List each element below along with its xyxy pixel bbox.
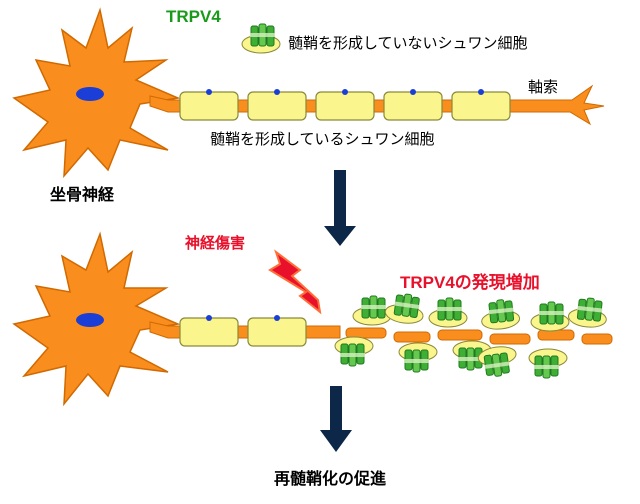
trpv4-label: TRPV4 <box>166 7 221 26</box>
lightning-bolt-icon <box>268 249 322 315</box>
trpv4-channel-icon <box>241 23 281 54</box>
schwann-cell <box>247 91 307 121</box>
myelinating-schwann-cells-bottom <box>179 315 307 347</box>
trpv4-channel-icon <box>567 295 609 330</box>
sciatic-nerve-label: 坐骨神経 <box>50 185 115 204</box>
trpv4-channel-icon <box>383 290 427 326</box>
trpv4-channel-icon <box>334 336 374 367</box>
axon-label: 軸索 <box>528 78 558 96</box>
schwann-cell <box>179 91 239 121</box>
trpv4-channel-icon <box>398 342 438 373</box>
myelinating-schwann-label: 髄鞘を形成しているシュワン細胞 <box>210 130 435 148</box>
trpv4-channel-icon <box>528 348 568 379</box>
axon-fragments <box>345 327 613 345</box>
trpv4-channel-icon <box>530 301 570 332</box>
schwann-cell <box>451 91 511 121</box>
nucleus-top <box>76 87 104 101</box>
myelinating-schwann-cells-top <box>179 89 511 121</box>
schwann-cell <box>383 91 443 121</box>
schwann-cell <box>179 317 239 347</box>
sciatic-neuron-top <box>12 7 181 179</box>
non-myelinating-schwann-label: 髄鞘を形成していないシュワン細胞 <box>288 34 528 52</box>
nerve-injury-label: 神経傷害 <box>185 234 245 252</box>
nucleus-bottom <box>76 313 104 327</box>
schwann-cell <box>247 317 307 347</box>
sciatic-neuron-bottom <box>12 231 181 407</box>
remyelination-label: 再髄鞘化の促進 <box>274 469 386 488</box>
down-arrow-icon <box>320 386 352 452</box>
down-arrow-icon <box>324 170 356 246</box>
schwann-cell <box>315 91 375 121</box>
trpv4-channel-icon <box>479 297 521 332</box>
trpv4-increase-label: TRPV4の発現増加 <box>400 272 540 292</box>
trpv4-channel-icon <box>428 297 468 328</box>
